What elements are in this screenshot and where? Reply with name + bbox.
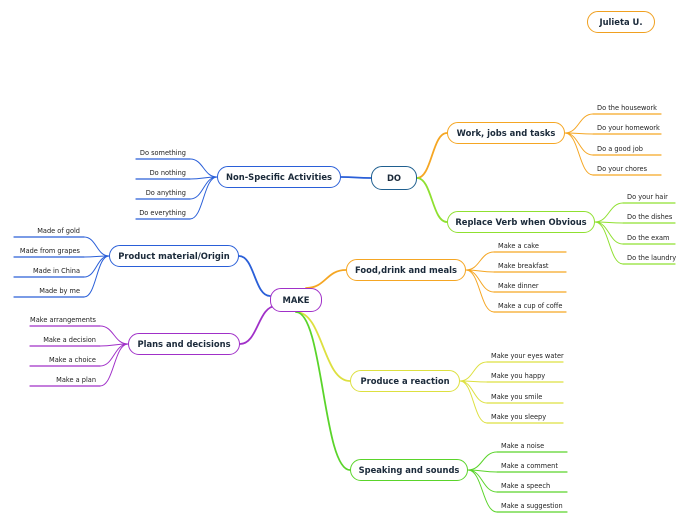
- leaf-replace-3[interactable]: Do the laundry: [627, 254, 677, 262]
- branch-replace-label: Replace Verb when Obvious: [455, 217, 587, 227]
- leaf-reaction-3[interactable]: Make you sleepy: [491, 413, 547, 421]
- leaf-connector-speaking-0: [467, 451, 498, 471]
- connector-speaking: [295, 311, 351, 471]
- leaf-speaking-3[interactable]: Make a suggestion: [501, 502, 563, 510]
- leaf-connector-food-2: [465, 269, 495, 293]
- branch-work[interactable]: Work, jobs and tasks: [447, 122, 565, 144]
- leaf-connector-reaction-3: [459, 380, 488, 424]
- branch-speaking-label: Speaking and sounds: [358, 465, 460, 475]
- leaf-connector-product-2: [83, 255, 110, 278]
- leaf-work-2[interactable]: Do a good job: [597, 145, 643, 153]
- leaf-food-0[interactable]: Make a cake: [498, 242, 539, 250]
- leaf-product-3[interactable]: Made by me: [39, 287, 80, 295]
- branch-reaction-label: Produce a reaction: [360, 376, 450, 386]
- leaf-connector-nonspecific-0: [189, 158, 218, 178]
- leaf-product-0[interactable]: Made of gold: [37, 227, 80, 235]
- root-make-label: MAKE: [282, 295, 310, 305]
- leaf-nonspecific-2[interactable]: Do anything: [145, 189, 186, 197]
- leaf-connector-plans-0: [99, 325, 129, 345]
- leaf-connector-reaction-2: [459, 380, 488, 404]
- leaf-speaking-2[interactable]: Make a speech: [501, 482, 551, 490]
- leaf-food-3[interactable]: Make a cup of coffe: [498, 302, 563, 310]
- leaf-connector-replace-0: [594, 202, 624, 223]
- leaf-connector-product-0: [83, 236, 110, 257]
- leaf-speaking-1[interactable]: Make a comment: [501, 462, 558, 470]
- leaf-reaction-1[interactable]: Make you happy: [491, 372, 546, 380]
- connector-product: [238, 255, 271, 297]
- branch-plans[interactable]: Plans and decisions: [128, 333, 240, 355]
- leaf-work-0[interactable]: Do the housework: [597, 104, 657, 112]
- leaf-product-1[interactable]: Made from grapes: [19, 247, 80, 255]
- root-do[interactable]: DO: [371, 166, 417, 190]
- branch-nonspecific-label: Non-Specific Activities: [225, 172, 333, 182]
- leaf-nonspecific-3[interactable]: Do everything: [139, 209, 186, 217]
- leaf-connector-speaking-3: [467, 469, 498, 513]
- author-node[interactable]: Julieta U.: [587, 11, 655, 33]
- leaf-connector-replace-2: [594, 221, 624, 245]
- leaf-plans-3[interactable]: Make a plan: [56, 376, 96, 384]
- author-label: Julieta U.: [599, 17, 643, 27]
- leaf-work-1[interactable]: Do your homework: [597, 124, 660, 132]
- leaf-food-2[interactable]: Make dinner: [498, 282, 539, 290]
- leaf-connector-nonspecific-3: [189, 176, 218, 220]
- leaf-food-1[interactable]: Make breakfast: [498, 262, 549, 270]
- connector-plans: [239, 305, 277, 345]
- branch-plans-label: Plans and decisions: [137, 339, 231, 349]
- leaf-connector-work-3: [564, 132, 594, 176]
- leaf-connector-speaking-2: [467, 469, 498, 493]
- connector-food: [305, 269, 347, 289]
- leaf-connector-work-0: [564, 113, 594, 134]
- leaf-replace-1[interactable]: Do the dishes: [627, 213, 673, 221]
- leaf-product-2[interactable]: Made in China: [32, 267, 80, 275]
- root-make[interactable]: MAKE: [270, 288, 322, 312]
- leaf-nonspecific-1[interactable]: Do nothing: [149, 169, 186, 177]
- leaf-connector-food-3: [465, 269, 495, 313]
- root-do-label: DO: [386, 173, 402, 183]
- leaf-reaction-2[interactable]: Make you smile: [491, 393, 543, 401]
- connector-reaction: [295, 311, 351, 382]
- leaf-nonspecific-0[interactable]: Do something: [139, 149, 186, 157]
- branch-product-label: Product material/Origin: [118, 251, 230, 261]
- leaf-plans-1[interactable]: Make a decision: [43, 336, 96, 344]
- branch-product[interactable]: Product material/Origin: [109, 245, 239, 267]
- leaf-reaction-0[interactable]: Make your eyes water: [491, 352, 564, 360]
- leaf-connector-plans-3: [99, 343, 129, 387]
- leaf-connector-reaction-0: [459, 361, 488, 382]
- connector-work: [416, 132, 448, 179]
- leaf-connector-nonspecific-2: [189, 176, 218, 200]
- branch-food-label: Food,drink and meals: [355, 265, 457, 275]
- leaf-connector-food-0: [465, 251, 495, 271]
- connector-replace: [416, 177, 448, 223]
- leaf-connector-work-2: [564, 132, 594, 156]
- branch-food[interactable]: Food,drink and meals: [346, 259, 466, 281]
- leaf-work-3[interactable]: Do your chores: [597, 165, 648, 173]
- branch-work-label: Work, jobs and tasks: [456, 128, 556, 138]
- leaf-connector-product-3: [83, 255, 110, 298]
- leaf-connector-replace-3: [594, 221, 624, 265]
- leaf-speaking-0[interactable]: Make a noise: [501, 442, 545, 450]
- leaf-replace-0[interactable]: Do your hair: [627, 193, 668, 201]
- branch-replace[interactable]: Replace Verb when Obvious: [447, 211, 595, 233]
- leaf-plans-0[interactable]: Make arrangements: [30, 316, 96, 324]
- connector-nonspecific: [340, 176, 372, 179]
- branch-reaction[interactable]: Produce a reaction: [350, 370, 460, 392]
- leaf-replace-2[interactable]: Do the exam: [627, 234, 670, 242]
- branch-speaking[interactable]: Speaking and sounds: [350, 459, 468, 481]
- leaf-plans-2[interactable]: Make a choice: [49, 356, 96, 364]
- leaf-connector-plans-2: [99, 343, 129, 367]
- branch-nonspecific[interactable]: Non-Specific Activities: [217, 166, 341, 188]
